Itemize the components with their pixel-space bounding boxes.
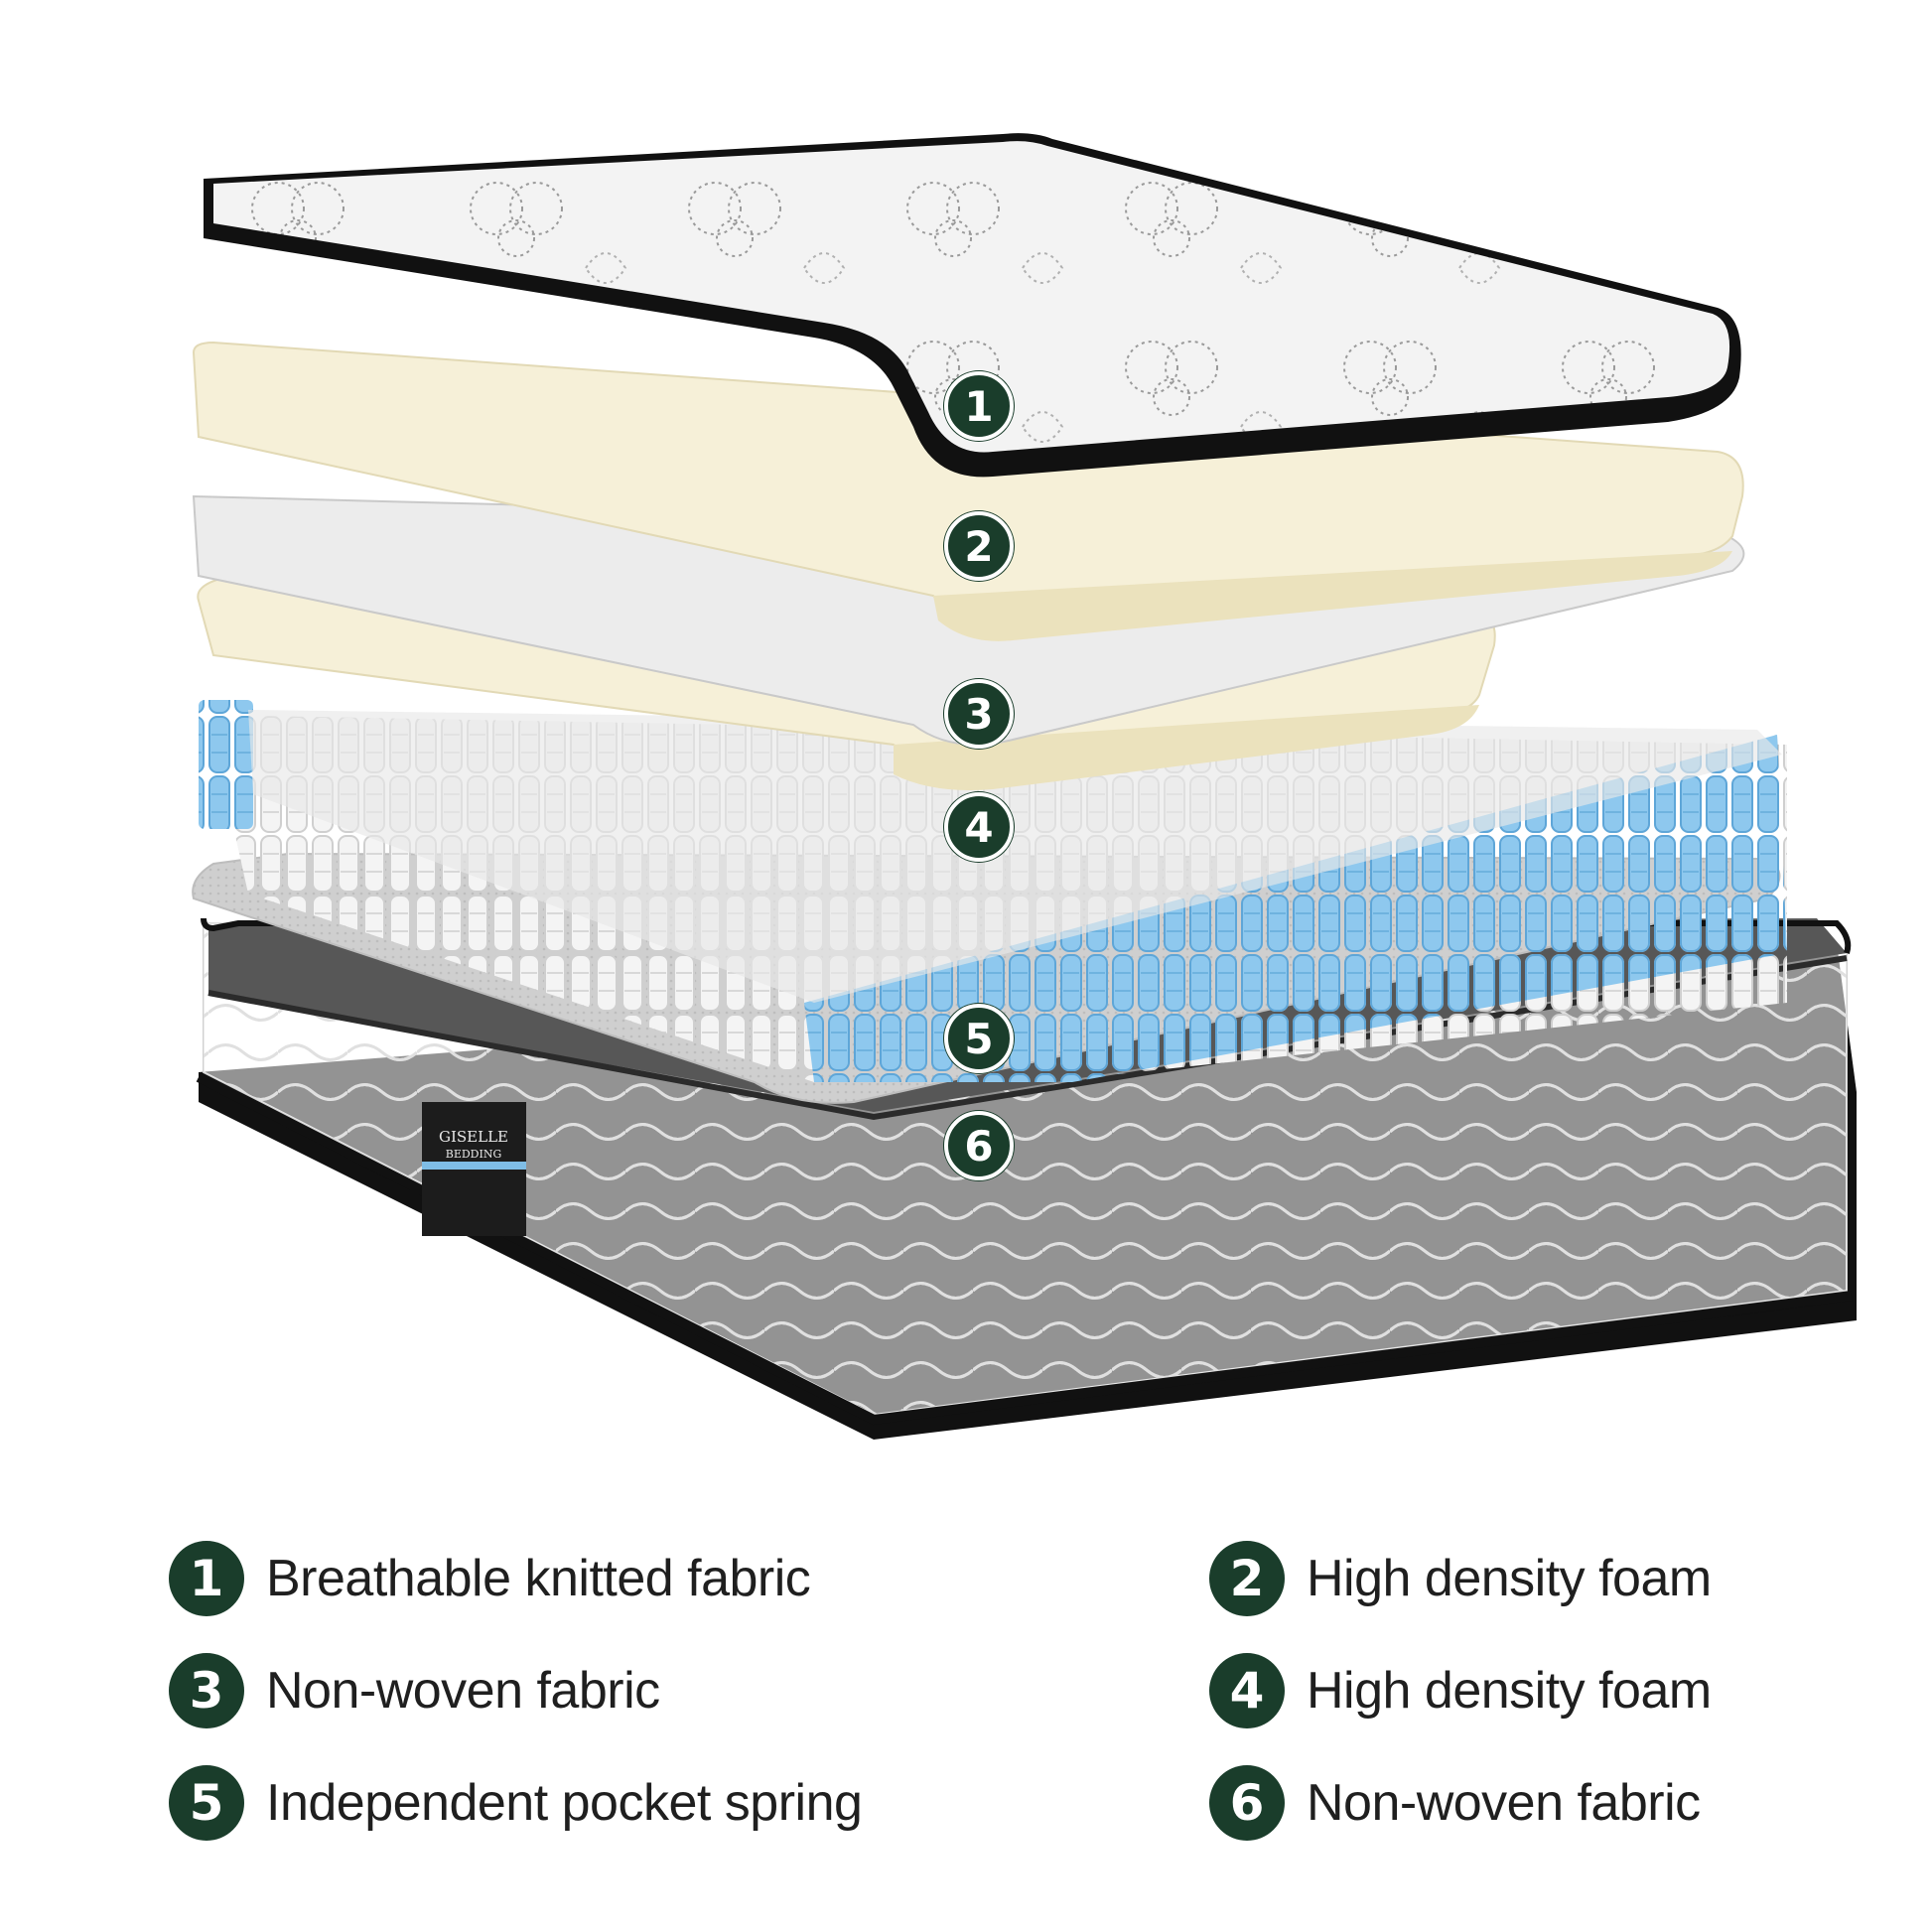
legend-label-5: Independent pocket spring (266, 1774, 863, 1832)
legend-label-2: High density foam (1307, 1550, 1712, 1607)
legend-number-1: 1 (169, 1541, 244, 1616)
legend-number-4: 4 (1209, 1653, 1285, 1728)
layer-badge-4: 4 (944, 792, 1014, 862)
legend-item-1: 1 Breathable knitted fabric (169, 1539, 811, 1618)
legend-item-2: 2 High density foam (1209, 1539, 1712, 1618)
legend-item-4: 4 High density foam (1209, 1651, 1712, 1730)
legend-item-6: 6 Non-woven fabric (1209, 1763, 1701, 1843)
legend-label-6: Non-woven fabric (1307, 1774, 1701, 1832)
layer-badge-3: 3 (944, 679, 1014, 749)
brand-label-line1: GISELLE (439, 1128, 508, 1146)
layer-5-pocket-springs (199, 700, 1787, 1082)
legend-label-1: Breathable knitted fabric (266, 1550, 811, 1607)
layer-badge-2: 2 (944, 511, 1014, 581)
mattress-illustration: GISELLE BEDDING (192, 133, 1857, 1440)
brand-label-line2: BEDDING (446, 1148, 502, 1161)
legend-number-3: 3 (169, 1653, 244, 1728)
legend-item-3: 3 Non-woven fabric (169, 1651, 660, 1730)
layer-legend: 1 Breathable knitted fabric 2 High densi… (0, 1519, 1932, 1896)
layer-1-knitted-fabric (204, 133, 1741, 478)
layer-badge-6: 6 (944, 1111, 1014, 1180)
legend-item-5: 5 Independent pocket spring (169, 1763, 863, 1843)
layer-badge-5: 5 (944, 1004, 1014, 1073)
layer-badge-1: 1 (944, 371, 1014, 441)
legend-label-3: Non-woven fabric (266, 1662, 660, 1720)
mattress-layers-svg: GISELLE BEDDING (192, 133, 1857, 1440)
legend-number-2: 2 (1209, 1541, 1285, 1616)
legend-number-5: 5 (169, 1765, 244, 1841)
legend-label-4: High density foam (1307, 1662, 1712, 1720)
legend-number-6: 6 (1209, 1765, 1285, 1841)
layer-2-foam (192, 341, 1744, 641)
base-mattress: GISELLE BEDDING (196, 917, 1857, 1440)
